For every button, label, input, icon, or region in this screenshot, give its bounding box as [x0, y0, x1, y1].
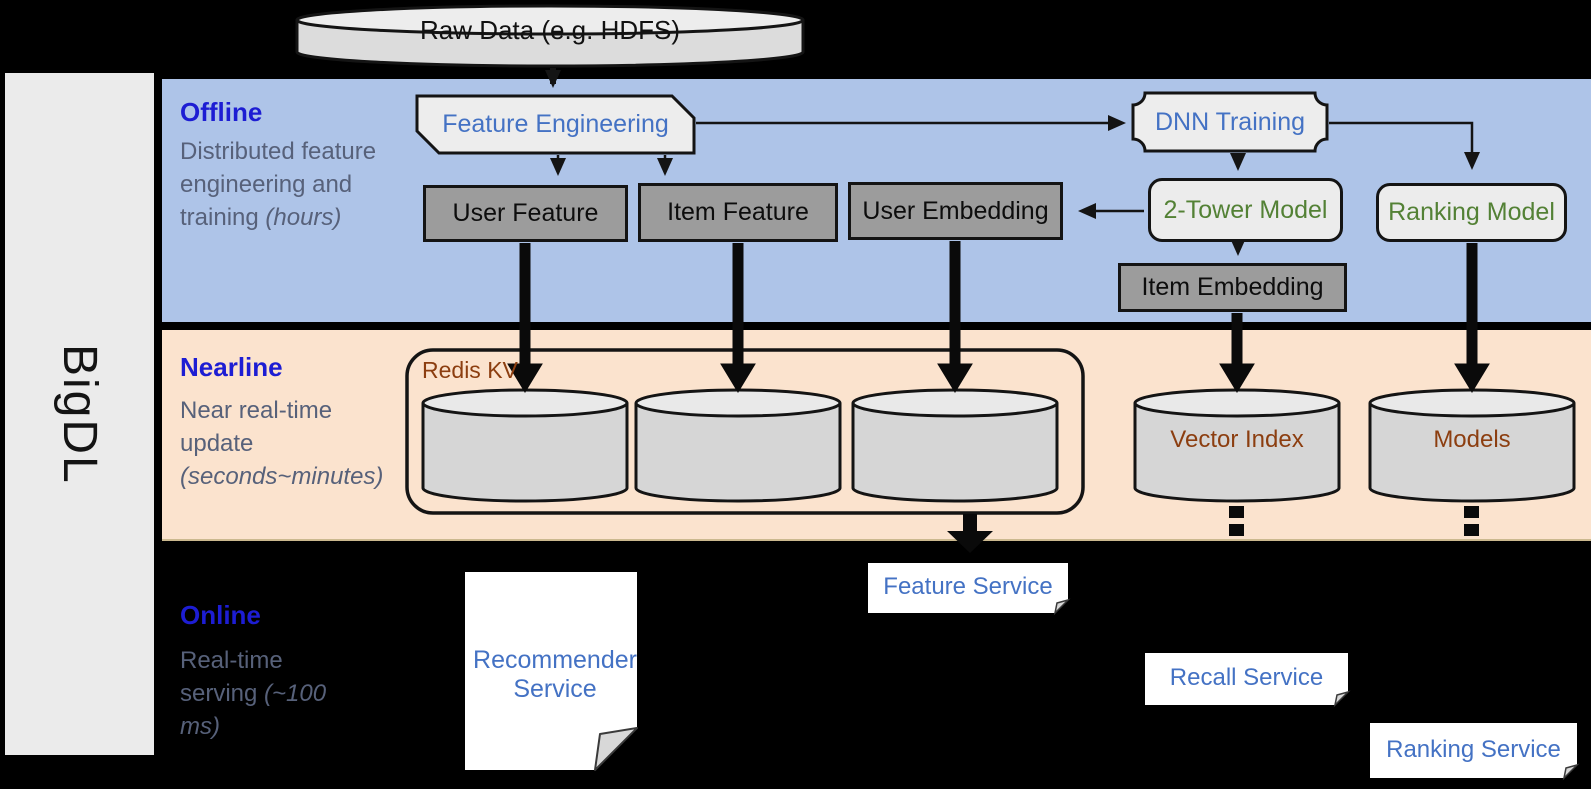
dashed-connectors — [1229, 506, 1479, 536]
nearline-section-desc: Near real-time update (seconds~minutes) — [180, 394, 385, 493]
dash — [1464, 524, 1479, 536]
nearline-desc-text: Near real-time update — [180, 397, 333, 457]
cyl-top — [634, 388, 842, 418]
dash — [1464, 506, 1479, 518]
models-cylinder — [1368, 388, 1576, 503]
ranking-service-shape — [1370, 723, 1577, 778]
feature-service-shape — [868, 563, 1068, 613]
item-feature-box: Item Feature — [638, 183, 838, 242]
online-desc-text: Real-time serving — [180, 647, 283, 707]
bigdl-sidebar: BigDL — [5, 73, 154, 755]
feature-service-fold — [1053, 598, 1071, 616]
cyl-body — [1133, 403, 1341, 503]
feature-service-label: Feature Service — [883, 573, 1053, 601]
online-section-desc: Real-time serving (~100 ms) — [180, 644, 330, 743]
online-desc-italic: (~100 ms) — [180, 680, 327, 740]
item-embedding-box: Item Embedding — [1118, 263, 1347, 312]
cyl-top — [851, 388, 1059, 418]
offline-section-desc: Distributed feature engineering and trai… — [180, 135, 380, 234]
dnn-training-shape — [1131, 91, 1329, 153]
dnn-training-label: DNN Training — [1154, 107, 1306, 136]
recommender-doc-fold — [594, 727, 638, 771]
arrowhead — [507, 363, 543, 393]
cyl-top — [421, 388, 629, 418]
cyl-body — [1368, 403, 1576, 503]
offline-desc-text: Distributed feature engineering and trai… — [180, 138, 377, 231]
feature-engineering-label: Feature Engineering — [442, 110, 669, 139]
feature-engineering-shape — [415, 94, 696, 155]
cyl-top — [1133, 388, 1341, 418]
ranking-service-fold — [1562, 763, 1580, 781]
dash — [1229, 524, 1244, 536]
nearline-desc-italic: (seconds~minutes) — [180, 463, 384, 490]
user-embedding-box: User Embedding — [848, 182, 1063, 240]
recall-service-fold — [1333, 690, 1351, 708]
cyl-body — [851, 403, 1059, 503]
cyl-body — [634, 403, 842, 503]
cyl-body — [421, 403, 629, 503]
offline-desc-italic: (hours) — [265, 204, 342, 231]
raw-data-cylinder-top — [295, 4, 805, 36]
bigdl-label: BigDL — [53, 343, 106, 485]
online-section-label: Online — [180, 600, 261, 630]
redis-kv-label: Redis KV — [422, 356, 518, 383]
raw-data-label: Raw Data (e.g. HDFS) — [419, 15, 681, 46]
redis-cylinder-3 — [851, 388, 1059, 503]
redis-cylinder-1 — [421, 388, 629, 503]
two-tower-model-box: 2-Tower Model — [1148, 178, 1343, 242]
arrowhead — [937, 363, 973, 393]
ranking-model-box: Ranking Model — [1376, 183, 1567, 242]
user-feature-box: User Feature — [423, 185, 628, 242]
recall-service-label: Recall Service — [1169, 664, 1324, 692]
offline-section-label: Offline — [180, 97, 263, 127]
recommender-service-label: Recommender Service — [473, 646, 637, 703]
thick-arrows — [507, 241, 1490, 393]
nearline-section-label: Nearline — [180, 352, 283, 382]
dash — [1229, 506, 1244, 518]
redis-kv-container — [405, 348, 1085, 515]
cyl-top — [1368, 388, 1576, 418]
vector-index-label: Vector Index — [1170, 426, 1304, 454]
ranking-service-label: Ranking Service — [1386, 735, 1561, 763]
arrow-redis-to-featureservice-head — [947, 531, 993, 553]
arrowhead — [1454, 363, 1490, 393]
arrowhead — [1219, 363, 1255, 393]
redis-cylinder-2 — [634, 388, 842, 503]
arrowhead — [720, 363, 756, 393]
models-label: Models — [1433, 426, 1511, 454]
recall-service-shape — [1145, 653, 1348, 705]
arrow-dnn-to-rankingmodel — [1329, 121, 1480, 170]
recommender-service-doc — [465, 572, 637, 770]
